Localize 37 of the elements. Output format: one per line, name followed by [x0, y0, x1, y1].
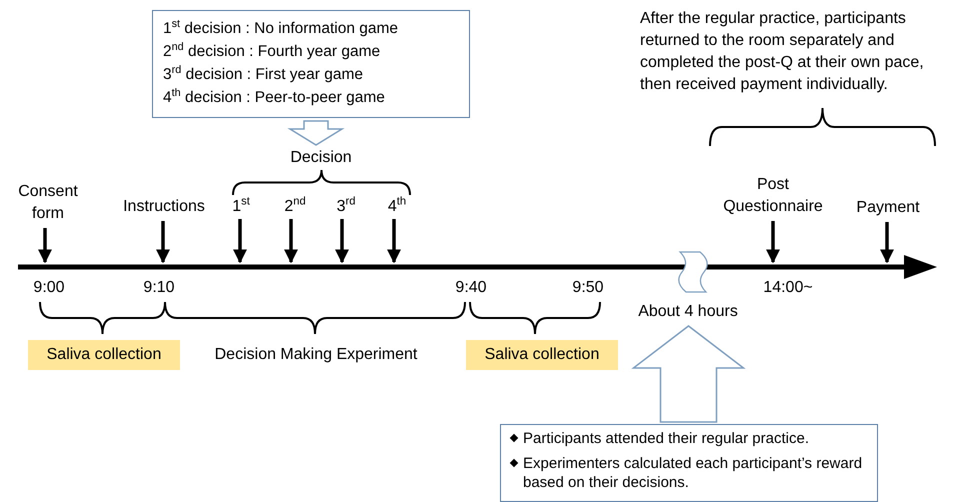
- bullet-text: Experimenters calculated each participant’s reward based on their decisions.: [509, 454, 869, 492]
- bullet-text: Participants attended their regular practice.: [509, 429, 869, 448]
- time-label: 9:50: [571, 278, 605, 298]
- note-text: After the regular practice, participants returned to the room separately and completed the post-Q at their own pace, then received payment individually.: [640, 9, 925, 95]
- highlight-box: Saliva collection: [466, 340, 618, 370]
- arrow: [38, 228, 52, 264]
- event-label: 2$^{nd}$: [279, 196, 311, 216]
- event-label: 1$^{st}$: [226, 196, 256, 216]
- arrow: [766, 221, 780, 264]
- time-label: 9:00: [32, 278, 66, 298]
- arrow: [335, 219, 349, 264]
- highlight-box: Saliva collection: [28, 340, 180, 370]
- time-label: 9:40: [454, 278, 488, 298]
- callout-box: [152, 10, 470, 118]
- list-item: 3$^{rd}$ decision : First year game: [163, 63, 364, 85]
- list-item: 1$^{st}$ decision : No information game: [163, 17, 400, 39]
- event-label: 4$^{th}$: [382, 196, 412, 216]
- arrow: [233, 219, 247, 264]
- block-arrow: [287, 120, 345, 146]
- arrow: [880, 222, 894, 264]
- event-label: Payment: [848, 197, 928, 219]
- event-label: Post Questionnaire: [716, 174, 830, 218]
- arrow: [387, 219, 401, 264]
- callout-box: [500, 424, 878, 502]
- arrow: [284, 219, 298, 264]
- event-label: Decision: [283, 147, 359, 169]
- event-label: 3$^{rd}$: [330, 196, 362, 216]
- event-label: Instructions: [111, 196, 217, 218]
- block-arrow: [631, 325, 746, 423]
- list-item: 4$^{th}$ decision : Peer-to-peer game: [163, 86, 386, 108]
- time-label: 9:10: [142, 278, 176, 298]
- phase-label: Decision Making Experiment: [214, 345, 418, 365]
- event-label: Consent form: [6, 181, 90, 225]
- arrow: [156, 221, 170, 264]
- time-label: 14:00~: [762, 278, 814, 298]
- list-item: 2$^{nd}$ decision : Fourth year game: [163, 40, 382, 62]
- event-label: About 4 hours: [626, 301, 750, 323]
